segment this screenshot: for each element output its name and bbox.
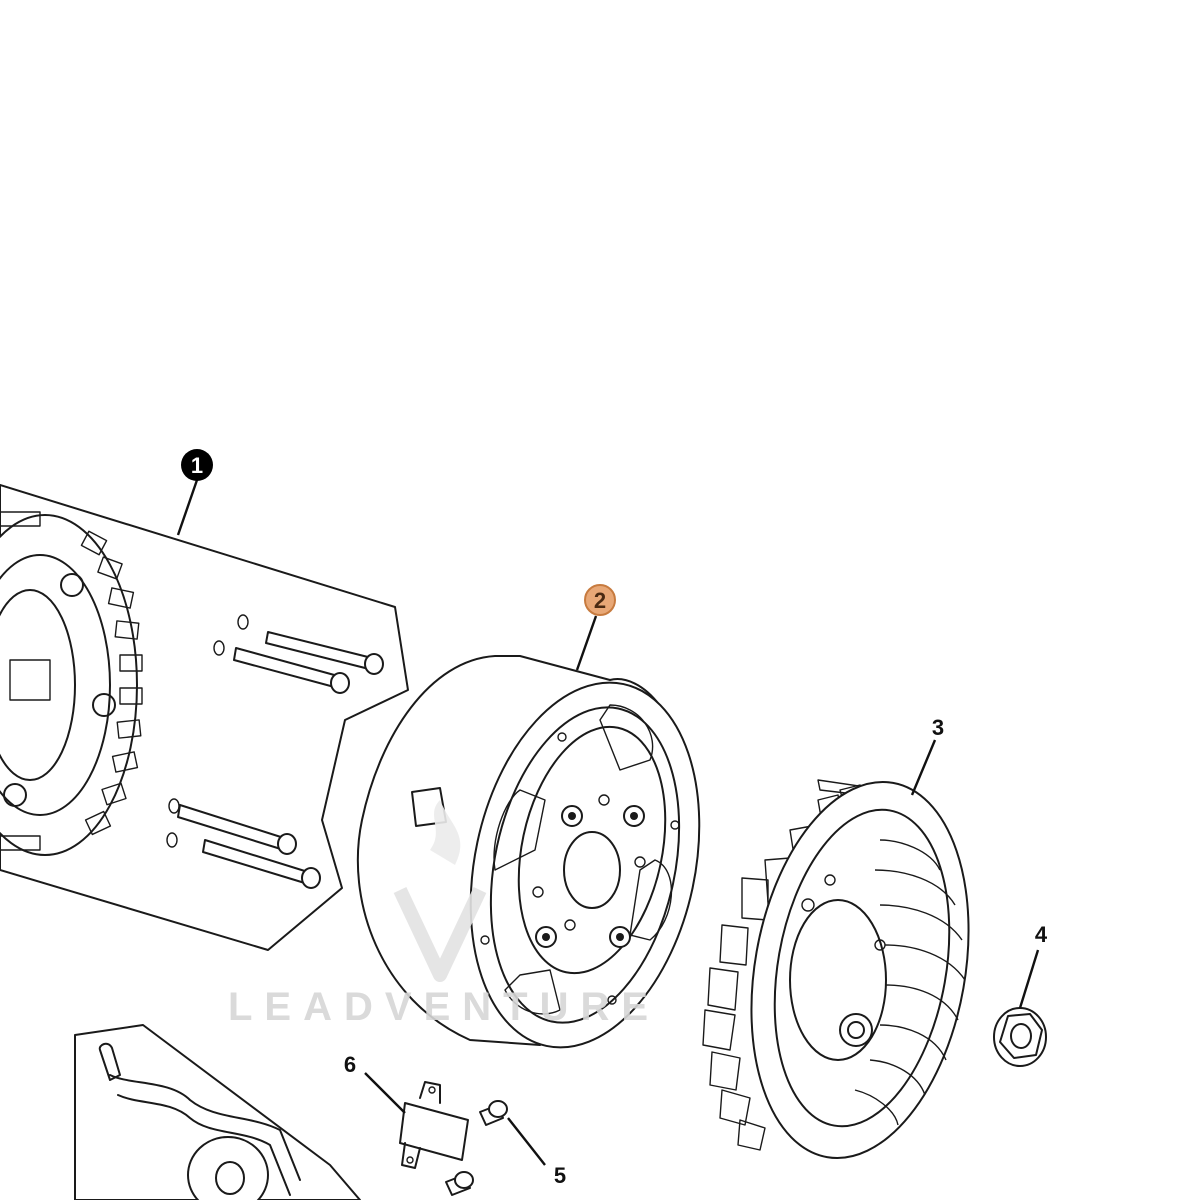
stator-bolts-lower — [166, 798, 321, 889]
regulator-assembly — [399, 1081, 508, 1196]
stator-assembly — [0, 484, 409, 951]
callout-5-label: 5 — [554, 1163, 566, 1188]
callout-1[interactable]: 1 — [181, 449, 213, 481]
callout-5[interactable]: 5 — [554, 1163, 566, 1188]
rotor-bolt-holes — [480, 732, 680, 1005]
callout-6[interactable]: 6 — [344, 1052, 356, 1077]
callout-3[interactable]: 3 — [932, 715, 944, 740]
callout-4-label: 4 — [1035, 922, 1048, 947]
watermark-text: LEADVENTURE — [228, 985, 660, 1029]
callout-1-label: 1 — [191, 453, 203, 478]
callout-3-label: 3 — [932, 715, 944, 740]
callout-2-label: 2 — [594, 588, 606, 613]
cooling-fan — [702, 779, 970, 1159]
callout-6-label: 6 — [344, 1052, 356, 1077]
hose-panel — [74, 1024, 361, 1200]
callout-2[interactable]: 2 — [584, 584, 616, 616]
watermark: LEADVENTURE — [228, 800, 660, 1029]
stator-bolts-upper — [213, 614, 384, 694]
flange-nut — [993, 1007, 1047, 1067]
rotor-flywheel — [356, 655, 701, 1049]
stator-ring — [0, 511, 143, 856]
leader-lines — [176, 479, 1040, 1166]
callout-4[interactable]: 4 — [1035, 922, 1048, 947]
